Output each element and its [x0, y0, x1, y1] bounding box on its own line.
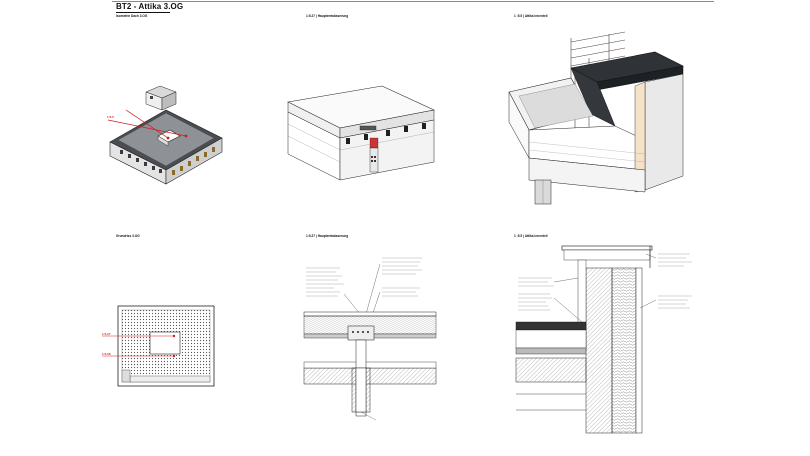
plan-drawing: [102, 305, 215, 387]
plan-marker-2-label: 1:5.06: [102, 352, 111, 356]
sheet-border-line: [112, 1, 714, 2]
iso-marker-label: 1:5.5: [107, 115, 114, 119]
sheet-title-underline: [116, 12, 170, 13]
iso-detail-b-drawing: [508, 31, 684, 205]
section-a-drawing: [303, 257, 437, 421]
iso-building-drawing: [107, 85, 223, 185]
plan-marker-1-label: 1:5.27: [102, 332, 111, 336]
caption-plan: Grundriss 3.OG: [116, 234, 140, 238]
caption-iso-detail-b: 1 :5.5 | Attika innenteil: [514, 14, 548, 18]
caption-iso-detail-a: 1:5.27 | Hauptentwässerung: [306, 14, 349, 18]
iso-detail-a-drawing: [287, 85, 435, 181]
section-b-drawing: [515, 245, 692, 434]
caption-section-b: 1 :5.5 | Attika innenteil: [514, 234, 548, 238]
sheet-title: BT2 - Attika 3.OG: [116, 2, 184, 11]
caption-section-a: 1:5.27 | Hauptentwässerung: [306, 234, 349, 238]
caption-iso-building: Isometrie Dach 3.OG: [116, 14, 148, 18]
